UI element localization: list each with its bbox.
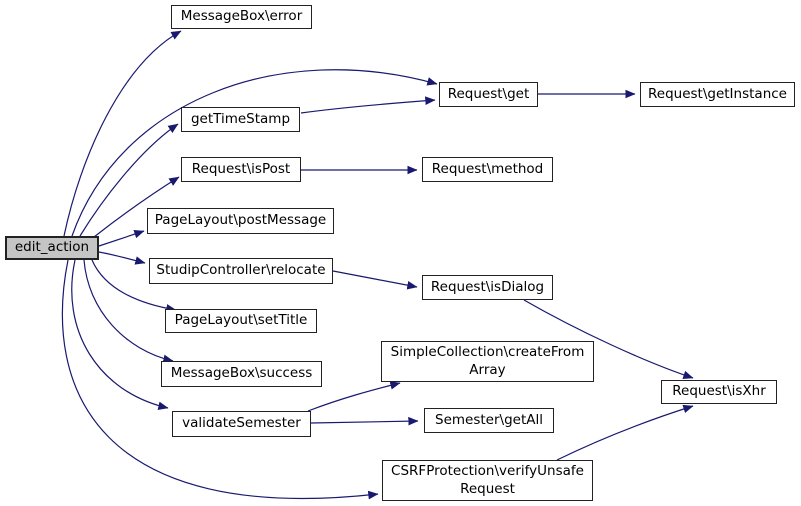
node-request-ispost[interactable]: Request\isPost xyxy=(181,157,301,182)
edges-group xyxy=(61,30,694,500)
node-label: getTimeStamp xyxy=(190,110,291,127)
edge-edit-action-to-messagebox-error xyxy=(63,30,182,237)
edge-edit-action-to-csrfprotection-verifyunsaferequest xyxy=(61,259,379,500)
edge-edit-action-to-request-ispost xyxy=(93,176,180,238)
node-semester-getall[interactable]: Semester\getAll xyxy=(424,408,554,433)
edge-edit-action-to-gettimestamp xyxy=(79,123,179,237)
node-simplecollection-createfromarray[interactable]: SimpleCollection\createFrom Array xyxy=(381,341,594,382)
edge-validatesemester-to-semester-getall xyxy=(310,416,419,426)
node-label: edit_action xyxy=(14,239,90,256)
node-messagebox-error[interactable]: MessageBox\error xyxy=(171,5,312,29)
node-label: Request\getInstance xyxy=(648,85,787,102)
node-request-get[interactable]: Request\get xyxy=(439,82,538,107)
node-edit-action[interactable]: edit_action xyxy=(5,236,99,260)
node-label: MessageBox\error xyxy=(180,8,303,25)
node-pagelayout-settitle[interactable]: PageLayout\setTitle xyxy=(165,309,317,333)
node-label: validateSemester xyxy=(182,415,301,432)
node-request-getinstance[interactable]: Request\getInstance xyxy=(640,82,795,107)
edge-edit-action-to-messagebox-success xyxy=(83,259,174,364)
edge-gettimestamp-to-request-get xyxy=(300,96,436,114)
node-label: Request\isXhr xyxy=(672,383,766,400)
node-label: Request\isDialog xyxy=(430,278,545,295)
edge-edit-action-to-request-get xyxy=(71,69,438,237)
node-label: PageLayout\setTitle xyxy=(174,312,308,329)
node-label: Request\method xyxy=(431,160,544,177)
node-label: StudipController\relocate xyxy=(156,262,326,279)
node-label: Request\isPost xyxy=(191,160,291,177)
node-request-isxhr[interactable]: Request\isXhr xyxy=(661,380,777,404)
edge-request-isdialog-to-request-isxhr xyxy=(523,299,694,380)
edge-edit-action-to-studipcontroller-relocate xyxy=(98,251,146,265)
node-label: CSRFProtection\verifyUnsafe Request xyxy=(391,462,584,497)
node-request-isdialog[interactable]: Request\isDialog xyxy=(422,275,553,300)
node-gettimestamp[interactable]: getTimeStamp xyxy=(181,107,300,132)
node-messagebox-success[interactable]: MessageBox\success xyxy=(161,361,322,387)
edge-edit-action-to-pagelayout-settitle xyxy=(91,259,177,313)
node-csrfprotection-verifyunsaferequest[interactable]: CSRFProtection\verifyUnsafe Request xyxy=(382,460,593,501)
node-pagelayout-postmessage[interactable]: PageLayout\postMessage xyxy=(147,208,334,234)
node-label: MessageBox\success xyxy=(170,365,313,382)
edge-csrfprotection-verifyunsaferequest-to-request-isxhr xyxy=(556,404,694,461)
node-label: Request\get xyxy=(447,85,530,102)
node-label: SimpleCollection\createFrom Array xyxy=(390,343,585,378)
node-studipcontroller-relocate[interactable]: StudipController\relocate xyxy=(149,258,333,284)
node-request-method[interactable]: Request\method xyxy=(422,157,553,182)
edge-validatesemester-to-simplecollection-createfromarray xyxy=(307,381,401,412)
node-validatesemester[interactable]: validateSemester xyxy=(172,411,311,437)
edge-edit-action-to-validatesemester xyxy=(71,259,169,411)
node-label: PageLayout\postMessage xyxy=(154,212,327,229)
node-label: Semester\getAll xyxy=(435,411,543,428)
edge-studipcontroller-relocate-to-request-isdialog xyxy=(332,270,418,290)
edge-edit-action-to-pagelayout-postmessage xyxy=(98,229,145,247)
